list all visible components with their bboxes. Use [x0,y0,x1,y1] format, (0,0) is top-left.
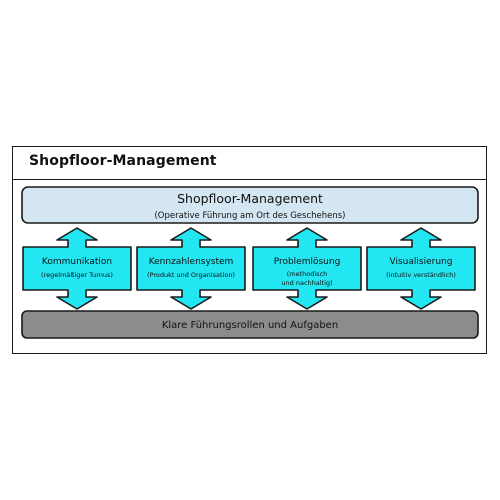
frame-header: Shopfloor-Management [13,147,486,180]
diagram-frame: Shopfloor-Management [12,146,487,354]
pillar-group: Kommunikation (regelmäßiger Turnus) Kennza… [22,227,476,310]
pillar-title: Problemlösung [274,257,341,267]
pillar-arrow-shape [252,227,362,310]
top-box-title: Shopfloor-Management [177,191,323,206]
bottom-box: Klare Führungsrollen und Aufgaben [21,310,479,339]
top-box-subtitle: (Operative Führung am Ort des Geschehens… [154,211,345,221]
pillar-4: Visualisierung (intuitiv verständlich) [366,227,476,310]
top-box-shape [21,186,479,224]
pillar-arrow-shape [22,227,132,310]
pillar-title: Kennzahlensystem [149,257,234,267]
pillar-2: Kennzahlensystem (Produkt und Organisatio… [136,227,246,310]
top-box: Shopfloor-Management (Operative Führung … [21,186,479,224]
pillar-arrow-shape [136,227,246,310]
pillar-subtitle: (regelmäßiger Turnus) [41,271,113,279]
pillar-subtitle: (Produkt und Organisation) [147,271,235,279]
frame-title: Shopfloor-Management [29,153,217,169]
pillar-title: Kommunikation [42,257,112,267]
pillar-subtitle: (intuitiv verständlich) [386,271,456,279]
pillar-title: Visualisierung [390,257,453,267]
bottom-box-label: Klare Führungsrollen und Aufgaben [162,320,338,331]
pillar-1: Kommunikation (regelmäßiger Turnus) [22,227,132,310]
pillar-subtitle: (methodisch [287,270,328,278]
pillar-subtitle-line-2: und nachhaltig) [281,279,332,287]
pillar-arrow-shape [366,227,476,310]
bottom-box-shape [21,310,479,339]
